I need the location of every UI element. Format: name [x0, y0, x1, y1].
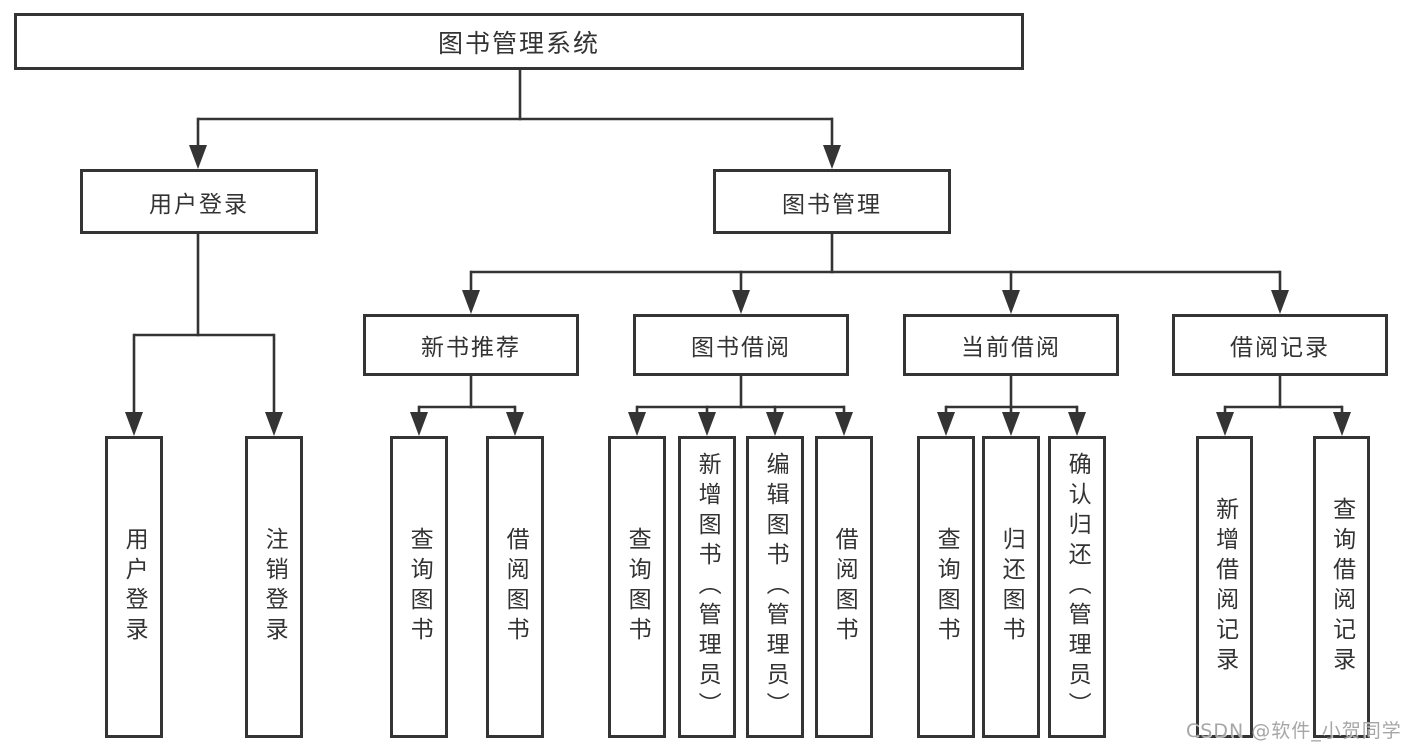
- leaf-query-books-borrowing-label: 查询图书: [624, 527, 651, 647]
- leaf-query-books-recommend: 查询图书: [390, 436, 448, 738]
- arrowhead-down-icon: [462, 290, 480, 314]
- leaf-confirm-return-admin: 确认归还（管理员）: [1048, 436, 1106, 738]
- arrowhead-down-icon: [410, 412, 428, 436]
- arrowhead-down-icon: [1068, 412, 1086, 436]
- leaf-add-books-admin: 新增图书（管理员）: [678, 436, 736, 738]
- arrowhead-down-icon: [823, 145, 841, 169]
- leaf-add-books-admin-label: 新增图书（管理员）: [694, 452, 721, 722]
- leaf-add-borrow-record-label: 新增借阅记录: [1211, 497, 1238, 677]
- leaf-user-login: 用户登录: [105, 436, 163, 738]
- csdn-watermark: CSDN @软件_小贺同学: [1186, 720, 1402, 742]
- leaf-query-borrow-record: 查询借阅记录: [1313, 436, 1370, 738]
- leaf-logout-label: 注销登录: [261, 527, 288, 647]
- node-book-management: 图书管理: [713, 169, 951, 234]
- arrowhead-down-icon: [937, 412, 955, 436]
- arrowhead-down-icon: [732, 290, 750, 314]
- arrowhead-down-icon: [1271, 290, 1289, 314]
- node-new-book-recommendation: 新书推荐: [363, 314, 579, 376]
- leaf-query-books-recommend-label: 查询图书: [406, 527, 433, 647]
- arrowhead-down-icon: [1002, 412, 1020, 436]
- leaf-return-books-label: 归还图书: [998, 527, 1025, 647]
- leaf-borrow-books-label: 借阅图书: [831, 527, 858, 647]
- arrowhead-down-icon: [265, 412, 283, 436]
- node-library-system-label: 图书管理系统: [437, 28, 600, 58]
- leaf-query-books-current-label: 查询图书: [933, 527, 960, 647]
- arrowhead-down-icon: [1333, 412, 1351, 436]
- node-library-system: 图书管理系统: [14, 13, 1024, 70]
- node-book-management-label: 图书管理: [782, 191, 882, 218]
- node-borrowing-records: 借阅记录: [1172, 314, 1388, 376]
- arrowhead-down-icon: [698, 412, 716, 436]
- node-user-login: 用户登录: [80, 169, 318, 234]
- node-new-book-recommendation-label: 新书推荐: [421, 335, 521, 361]
- leaf-confirm-return-admin-label: 确认归还（管理员）: [1064, 452, 1091, 722]
- leaf-borrow-books-recommend: 借阅图书: [486, 436, 544, 738]
- arrowhead-down-icon: [125, 412, 143, 436]
- arrowhead-down-icon: [628, 412, 646, 436]
- arrowhead-down-icon: [1002, 290, 1020, 314]
- arrowhead-down-icon: [835, 412, 853, 436]
- arrowhead-down-icon: [506, 412, 524, 436]
- node-book-borrowing-label: 图书借阅: [691, 335, 791, 361]
- leaf-borrow-books: 借阅图书: [815, 436, 873, 738]
- arrowhead-down-icon: [1216, 412, 1234, 436]
- leaf-borrow-books-recommend-label: 借阅图书: [502, 527, 529, 647]
- leaf-query-books-current: 查询图书: [917, 436, 975, 738]
- node-book-borrowing: 图书借阅: [633, 314, 849, 376]
- arrowhead-down-icon: [189, 145, 207, 169]
- leaf-edit-books-admin-label: 编辑图书（管理员）: [762, 452, 789, 722]
- leaf-query-borrow-record-label: 查询借阅记录: [1328, 497, 1355, 677]
- arrowhead-down-icon: [766, 412, 784, 436]
- node-user-login-label: 用户登录: [149, 191, 249, 218]
- leaf-return-books: 归还图书: [982, 436, 1040, 738]
- node-current-borrowing-label: 当前借阅: [961, 335, 1061, 361]
- node-borrowing-records-label: 借阅记录: [1230, 335, 1330, 361]
- leaf-query-books-borrowing: 查询图书: [608, 436, 666, 738]
- leaf-add-borrow-record: 新增借阅记录: [1196, 436, 1253, 738]
- leaf-user-login-label: 用户登录: [121, 527, 148, 647]
- leaf-logout: 注销登录: [245, 436, 303, 738]
- leaf-edit-books-admin: 编辑图书（管理员）: [746, 436, 804, 738]
- node-current-borrowing: 当前借阅: [903, 314, 1119, 376]
